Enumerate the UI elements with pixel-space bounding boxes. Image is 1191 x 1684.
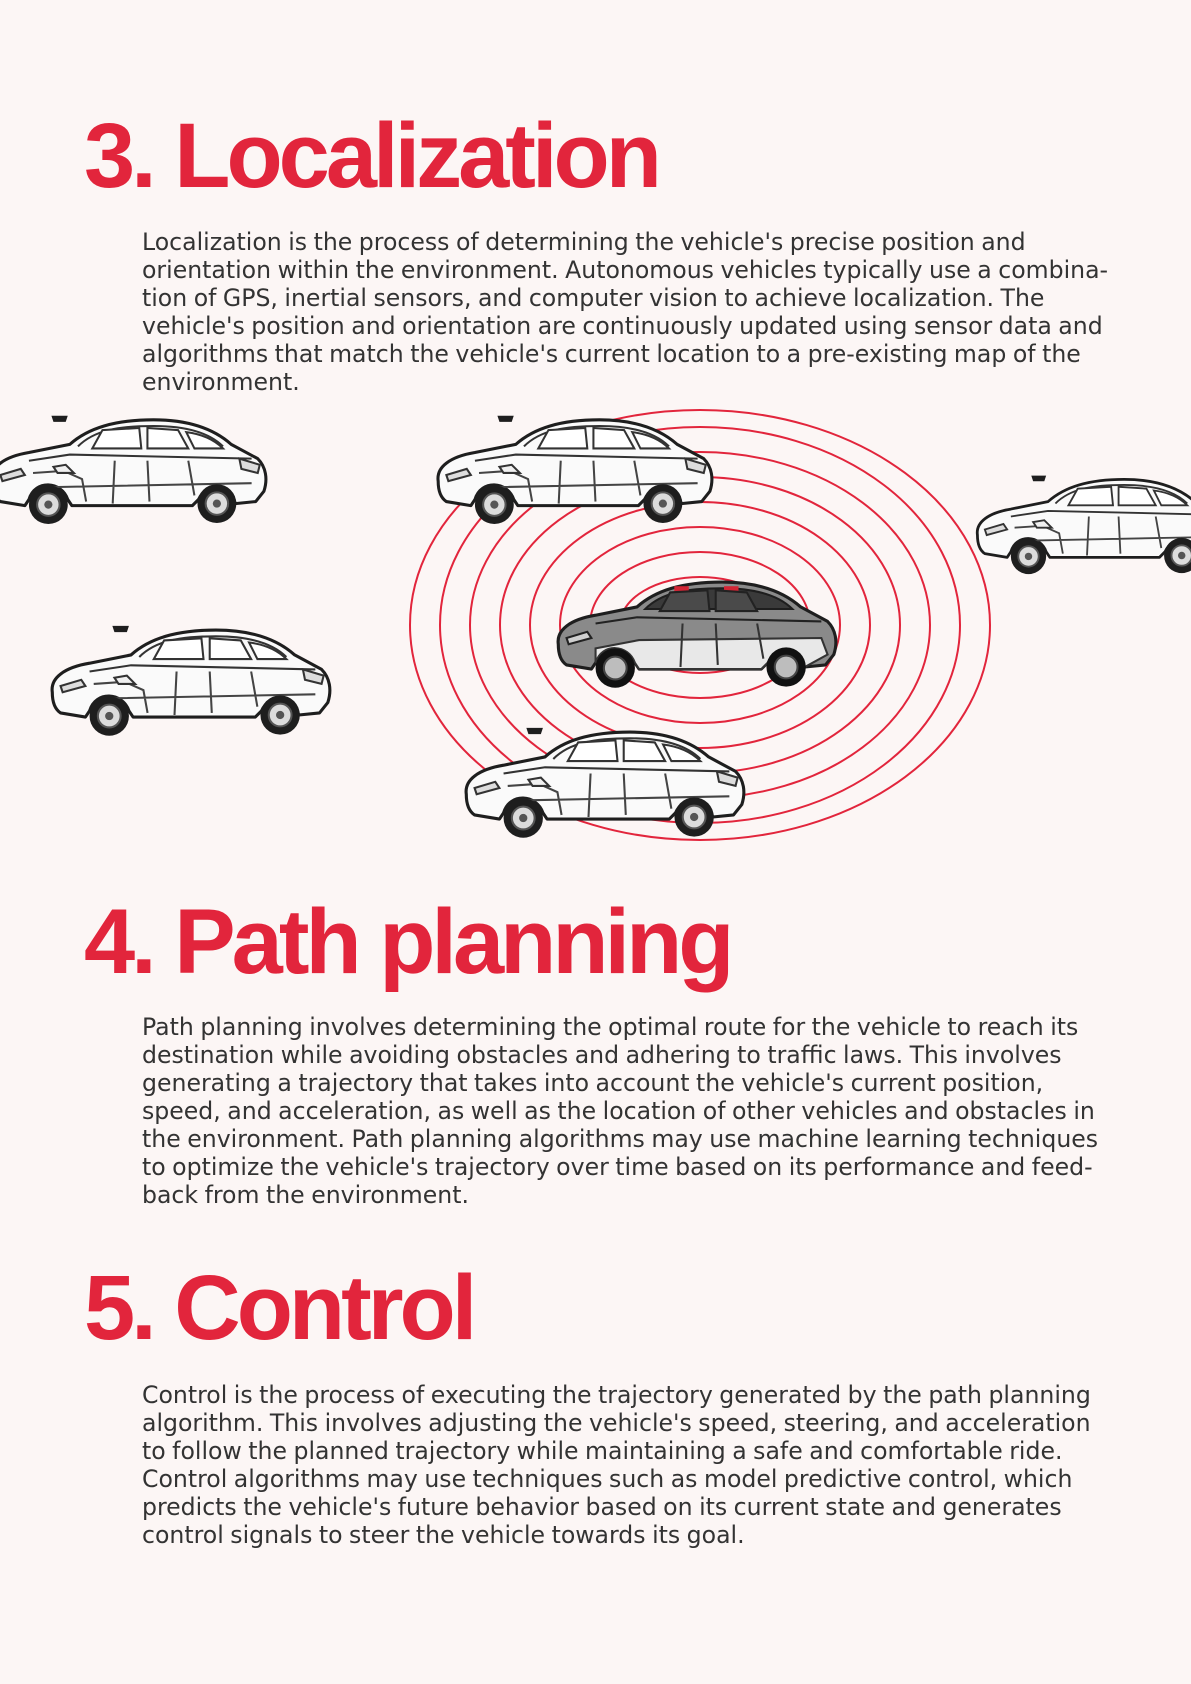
section-heading-path-planning: 4. Path planning — [84, 891, 734, 993]
body-line: Localization is the process of determini… — [142, 228, 1026, 256]
body-line: Control algorithms may use techniques su… — [142, 1465, 1073, 1493]
body-line: algorithm. This involves adjusting the v… — [142, 1409, 1091, 1437]
body-line: to follow the planned trajectory while m… — [142, 1437, 1063, 1465]
surrounding-vehicle — [50, 624, 332, 738]
body-line: Control is the process of executing the … — [142, 1381, 1091, 1409]
localization-illustration — [0, 409, 1191, 841]
section-heading-localization: 3. Localization — [84, 105, 662, 207]
body-line: predicts the vehicle's future behavior b… — [142, 1493, 1062, 1521]
surrounding-vehicle — [436, 414, 714, 526]
body-line: generating a trajectory that takes into … — [142, 1069, 1044, 1097]
body-line: Path planning involves determining the o… — [142, 1013, 1079, 1041]
body-line: speed, and acceleration, as well as the … — [142, 1097, 1095, 1125]
body-line: back from the environment. — [142, 1181, 469, 1209]
surrounding-vehicle — [975, 474, 1191, 576]
ego-vehicle — [556, 580, 838, 690]
section-body-path-planning: Path planning involves determining the o… — [142, 1013, 1099, 1209]
body-line: tion of GPS, inertial sensors, and compu… — [142, 284, 1045, 312]
body-line: control signals to steer the vehicle tow… — [142, 1521, 745, 1549]
body-line: algorithms that match the vehicle's curr… — [142, 340, 1081, 368]
section-body-localization: Localization is the process of determini… — [142, 228, 1109, 396]
body-line: destination while avoiding obstacles and… — [142, 1041, 1062, 1069]
body-line: environment. — [142, 368, 300, 396]
surrounding-vehicle — [464, 726, 746, 840]
body-line: the environment. Path planning algorithm… — [142, 1125, 1099, 1153]
body-line: to optimize the vehicle's trajectory ove… — [142, 1153, 1093, 1181]
surrounding-vehicle — [0, 414, 268, 526]
body-line: vehicle's position and orientation are c… — [142, 312, 1103, 340]
body-line: orientation within the environment. Auto… — [142, 256, 1109, 284]
section-heading-control: 5. Control — [84, 1257, 477, 1359]
section-body-control: Control is the process of executing the … — [142, 1381, 1091, 1549]
